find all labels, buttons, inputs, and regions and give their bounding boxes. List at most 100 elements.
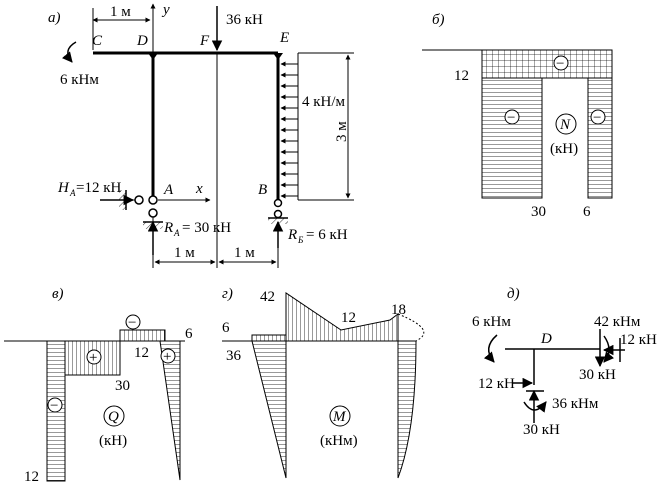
reaction-RB-subscript: Б <box>297 235 304 245</box>
node-moment-bottom-arrow <box>523 401 547 413</box>
n-sign-left: − <box>507 110 515 126</box>
q-title-circle <box>103 405 125 427</box>
q-value-12-right: 12 <box>134 345 149 361</box>
panel-e-node-equilibrium: д) D 6 кНм 42 кНм 30 кН 12 кН 12 кН 30 к… <box>472 286 657 438</box>
node-force-right-label: 12 кН <box>620 332 657 348</box>
moment-C-label: 6 кНм <box>60 72 99 88</box>
panel-d-bending-moment: г) M (кНм) 42 12 18 6 36 <box>222 286 425 479</box>
force-F-label: 36 кН <box>226 12 263 28</box>
q-sign-mid-circle <box>86 349 102 365</box>
hinge-A <box>148 195 158 205</box>
q-value-12-bottom: 12 <box>24 469 39 485</box>
axis-x-label: x <box>195 181 203 197</box>
m-value-18: 18 <box>391 302 406 318</box>
reaction-RA-symbol: R <box>163 220 173 236</box>
node-moment-right-label: 42 кНм <box>594 314 641 330</box>
panel-a-label: а) <box>48 10 61 26</box>
q-beam-negative-area <box>119 329 166 342</box>
dim-h-label: 3 м <box>334 121 350 142</box>
dist-load-label: 4 кН/м <box>302 94 346 110</box>
hinge-B <box>273 198 283 208</box>
q-sign-right-circle <box>160 348 176 364</box>
m-value-6: 6 <box>222 320 230 336</box>
panel-b-normal-force: б) − − − N (кН) 12 30 6 <box>422 12 613 220</box>
m-value-36: 36 <box>226 348 242 364</box>
n-sign-left-circle <box>504 109 520 125</box>
node-force-up-label: 30 кН <box>523 422 560 438</box>
node-moment-left-label: 6 кНм <box>472 314 511 330</box>
point-E: E <box>279 30 289 46</box>
dim-bottom-1: 1 м <box>174 245 195 261</box>
n-sign-top-circle <box>553 55 569 71</box>
reaction-RB-symbol: R <box>287 227 297 243</box>
panel-a-scheme: а) 1 м y C D F E 36 кН 6 кНм <box>48 2 354 268</box>
node-label: D <box>540 331 552 347</box>
n-value-30: 30 <box>531 204 546 220</box>
n-right-column-area <box>587 77 613 199</box>
n-unit: (кН) <box>550 141 578 157</box>
n-left-column-area <box>481 77 543 199</box>
panel-c-label: в) <box>52 286 64 302</box>
panel-b-label: б) <box>432 12 445 28</box>
node-force-down-label: 30 кН <box>579 367 616 383</box>
dim-top-label: 1 м <box>110 4 131 20</box>
q-sign-mid: + <box>89 350 97 366</box>
m-unit: (кНм) <box>320 433 358 449</box>
m-right-column-area <box>397 340 417 479</box>
panel-e-label: д) <box>507 286 520 302</box>
n-sign-right-circle <box>590 109 606 125</box>
reaction-HA-value: =12 кН <box>76 180 121 196</box>
point-C: C <box>92 33 103 49</box>
point-A: A <box>163 182 174 198</box>
n-beam-area <box>481 49 613 79</box>
q-sign-left-circle <box>47 397 63 413</box>
q-sign-right: + <box>163 349 171 365</box>
joint-D <box>148 53 158 60</box>
hinge-B-bottom <box>273 209 283 219</box>
moment-C-arrow <box>61 41 77 63</box>
distributed-load <box>280 53 299 200</box>
node-moment-bottom-label: 36 кНм <box>552 396 599 412</box>
n-sign-right: − <box>593 110 601 126</box>
q-title: Q <box>108 409 119 425</box>
reaction-RA-subscript: A <box>173 228 180 238</box>
q-sign-top-circle <box>125 314 141 330</box>
n-title-circle <box>555 113 577 135</box>
node-moment-right-arrow <box>603 335 615 363</box>
m-cantilever-area <box>251 334 287 342</box>
m-value-42: 42 <box>260 289 275 305</box>
dim-bottom-2: 1 м <box>234 245 255 261</box>
m-left-column-area <box>251 340 287 479</box>
n-sign-top: − <box>556 56 564 72</box>
m-corner-dashed <box>397 313 425 342</box>
q-unit: (кН) <box>99 433 127 449</box>
point-D: D <box>136 33 148 49</box>
m-title-circle <box>329 405 351 427</box>
node-moment-left-arrow <box>483 334 498 363</box>
q-sign-top: − <box>128 315 136 331</box>
panel-c-shear-force: в) − + − + Q (кН) 6 12 30 12 <box>4 286 193 485</box>
reaction-HA-subscript: A <box>69 188 76 198</box>
reaction-RB-value: = 6 кН <box>306 227 348 243</box>
q-value-6: 6 <box>185 326 193 342</box>
q-value-30: 30 <box>115 378 130 394</box>
q-sign-left: − <box>50 398 58 414</box>
point-B: B <box>258 182 267 198</box>
hinge-A-left <box>134 195 144 205</box>
reaction-HA-symbol: H <box>57 180 70 196</box>
node-force-left-label: 12 кН <box>478 376 515 392</box>
m-title: M <box>332 409 347 425</box>
point-F: F <box>199 33 210 49</box>
axis-y-label: y <box>161 2 170 18</box>
reaction-RA-value: = 30 кН <box>182 220 231 236</box>
joint-E <box>273 53 283 60</box>
panel-d-label: г) <box>222 286 233 302</box>
q-right-column-area <box>159 340 181 481</box>
m-value-12: 12 <box>341 310 356 326</box>
n-title: N <box>559 117 571 133</box>
n-value-12: 12 <box>454 68 469 84</box>
n-value-6: 6 <box>583 204 591 220</box>
hinge-A-bottom <box>148 208 158 218</box>
